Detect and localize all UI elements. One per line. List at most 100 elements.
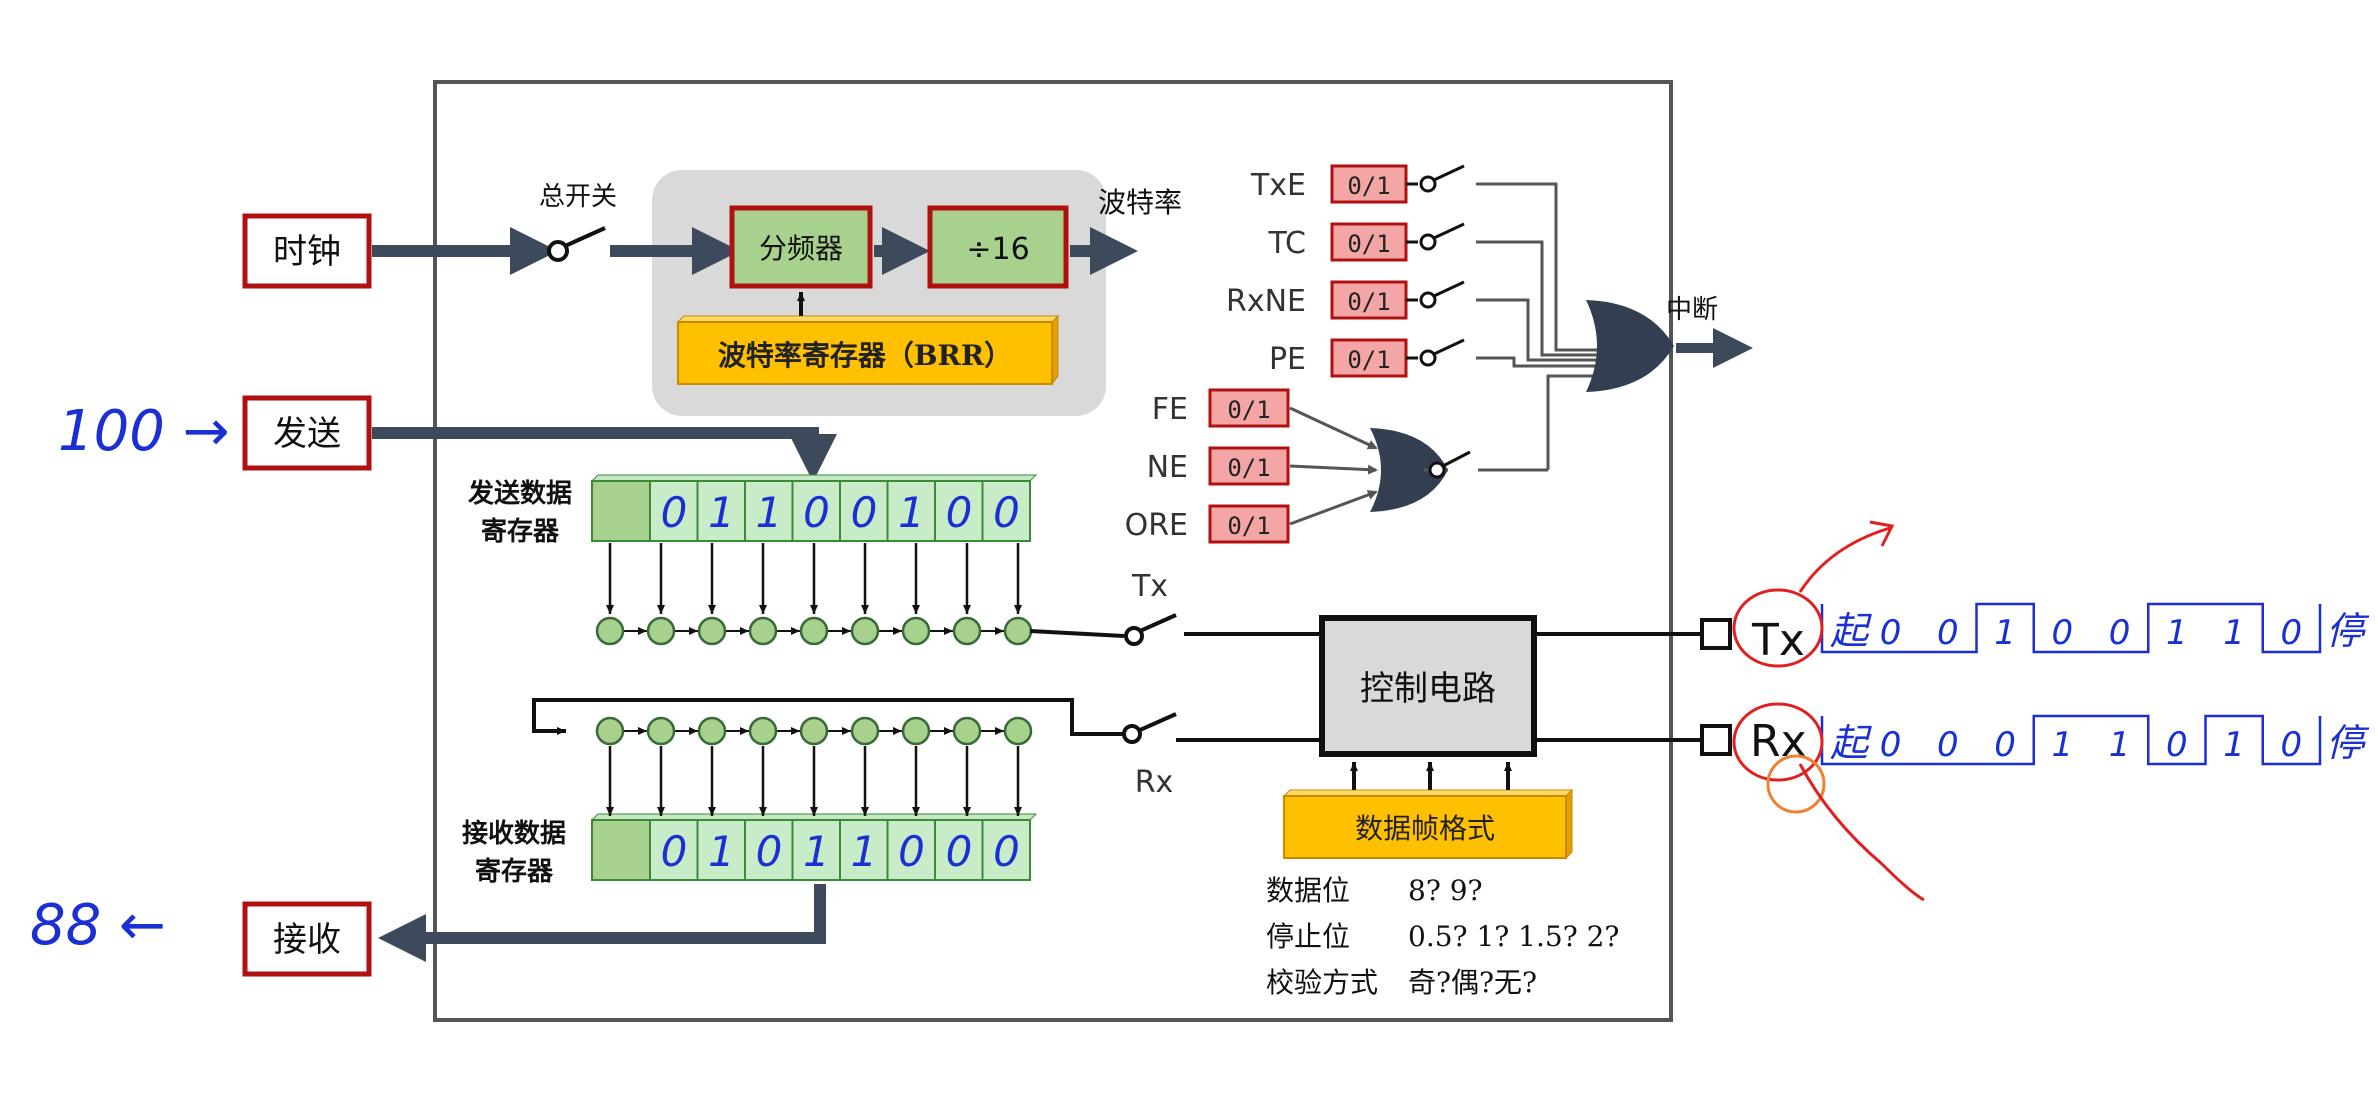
tx-shift-out xyxy=(1029,629,1125,638)
rx-shift-bit xyxy=(646,716,676,746)
rx-wave-bit: 0 xyxy=(2166,725,2188,765)
rdr-bit-value: 0 xyxy=(946,827,973,876)
rx-shift-bit xyxy=(697,716,727,746)
rx-shift-bit xyxy=(1003,716,1033,746)
tx-switch-label: Tx xyxy=(1131,569,1168,604)
tdr-bit-value: 0 xyxy=(993,488,1020,537)
error-flag-value-ne: 0/1 xyxy=(1227,454,1270,482)
tdr-bit-value: 0 xyxy=(661,488,688,537)
error-flag-box-ore xyxy=(1208,504,1290,544)
rx-start-mark xyxy=(1766,754,1826,814)
rx-arrow-mark xyxy=(1798,763,1925,902)
rdr-bit-cell xyxy=(696,819,746,881)
tdr-label-1: 发送数据 xyxy=(467,478,572,509)
flag-to-or-wire xyxy=(1476,182,1598,352)
tdr-bit-cell xyxy=(886,480,936,542)
tx-shift-bit xyxy=(1003,616,1033,646)
tdr-bit-value: 1 xyxy=(708,488,735,537)
rx-wave-bit: 1 xyxy=(2109,725,2131,765)
rx-switch-pivot xyxy=(1122,724,1142,744)
tx-arrow-mark xyxy=(1798,520,1895,593)
tdr-bit-value: 0 xyxy=(851,488,878,537)
tx-shift-bit xyxy=(646,616,676,646)
tdr-bit-value: 1 xyxy=(898,488,925,537)
baud-rate-label: 波特率 xyxy=(1098,186,1182,219)
tx-shift-bit xyxy=(799,616,829,646)
interrupt-or-gate xyxy=(1586,300,1674,392)
rdr-bit-value: 0 xyxy=(756,827,783,876)
tdr-bit-value: 0 xyxy=(946,488,973,537)
rdr-end-cell xyxy=(591,819,651,881)
error-flag-name-fe: FE xyxy=(1152,392,1188,427)
rx-stop-bit: 停 xyxy=(2326,721,2370,765)
clock-block: 时钟 xyxy=(242,213,372,289)
rdr-bit-value: 0 xyxy=(993,827,1020,876)
rx-to-shift-wire xyxy=(532,698,1124,736)
rdr-bit-cell xyxy=(981,819,1031,881)
error-or-gate xyxy=(1370,428,1448,512)
flag-to-or-wire xyxy=(1476,356,1598,368)
receive-label: 接收 xyxy=(273,920,341,960)
frame-option-value: 8? 9? xyxy=(1408,874,1483,907)
flag-to-or-wire xyxy=(1476,298,1598,362)
send-to-tdr-arrow xyxy=(372,427,837,482)
div16-label: ÷16 xyxy=(966,232,1029,267)
frame-option-label: 停止位 xyxy=(1266,920,1350,953)
flag-value-rxne: 0/1 xyxy=(1347,288,1390,316)
rx-wave-bit: 1 xyxy=(2223,725,2245,765)
frame-option-label: 校验方式 xyxy=(1266,966,1378,999)
send-label: 发送 xyxy=(273,414,341,454)
flag-switch-blade xyxy=(1433,164,1465,182)
control-label: 控制电路 xyxy=(1360,669,1496,709)
error-flag-name-ore: ORE xyxy=(1125,508,1188,543)
tx-switch-pivot xyxy=(1124,626,1144,646)
frame-option-value: 0.5? 1? 1.5? 2? xyxy=(1408,920,1619,953)
flag-value-tc: 0/1 xyxy=(1347,230,1390,258)
flag-box-pe xyxy=(1330,338,1408,378)
tx-circle-mark xyxy=(1732,588,1824,668)
receive-shift-register xyxy=(595,716,1033,816)
interrupt-label: 中断 xyxy=(1666,295,1718,325)
tx-wave-bit: 1 xyxy=(2166,613,2188,653)
control-circuit: 控制电路 xyxy=(1319,615,1537,757)
flag-switch-blade xyxy=(1433,338,1465,356)
receive-block: 接收 xyxy=(242,901,372,977)
frame-format-label: 数据帧格式 xyxy=(1355,812,1495,845)
clock-label: 时钟 xyxy=(273,232,341,272)
tdr-bit-cell xyxy=(934,480,984,542)
rdr-bit-value: 1 xyxy=(803,827,830,876)
tx-wave-bit: 0 xyxy=(1880,613,1902,653)
tdr-bit-cell xyxy=(649,480,699,542)
tdr-bit-cell xyxy=(744,480,794,542)
rx-switch-label: Rx xyxy=(1135,765,1174,800)
tx-shift-bit xyxy=(952,616,982,646)
flag-switch-blade xyxy=(1433,222,1465,240)
rx-shift-bit xyxy=(901,716,931,746)
main-switch-label: 总开关 xyxy=(539,182,617,212)
tx-shift-bit xyxy=(697,616,727,646)
tx-shift-bit xyxy=(595,616,625,646)
tx-wave-bit: 0 xyxy=(2281,613,2303,653)
flag-name-txe: TxE xyxy=(1250,168,1306,203)
transmit-shift-register xyxy=(595,543,1033,646)
rx-wave-bit: 0 xyxy=(2281,725,2303,765)
tx-switch-blade xyxy=(1139,613,1177,633)
flag-switch-pivot xyxy=(1419,291,1437,309)
tx-wave-bit: 0 xyxy=(2109,613,2131,653)
flag-to-or-wire xyxy=(1476,240,1598,357)
error-flag-value-fe: 0/1 xyxy=(1227,396,1270,424)
rx-shift-bit xyxy=(799,716,829,746)
flag-name-tc: TC xyxy=(1267,226,1306,261)
rdr-bit-cell xyxy=(934,819,984,881)
flag-switch-pivot xyxy=(1419,233,1437,251)
rx-shift-bit xyxy=(748,716,778,746)
div16-block: ÷16 xyxy=(927,205,1069,289)
send-value-annotation: 100 → xyxy=(58,399,230,464)
tdr-bit-value: 1 xyxy=(756,488,783,537)
flag-switch-pivot xyxy=(1419,349,1437,367)
flag-box-txe xyxy=(1330,164,1408,204)
rdr-bit-value: 0 xyxy=(661,827,688,876)
tx-wave-bit: 1 xyxy=(1994,613,2016,653)
